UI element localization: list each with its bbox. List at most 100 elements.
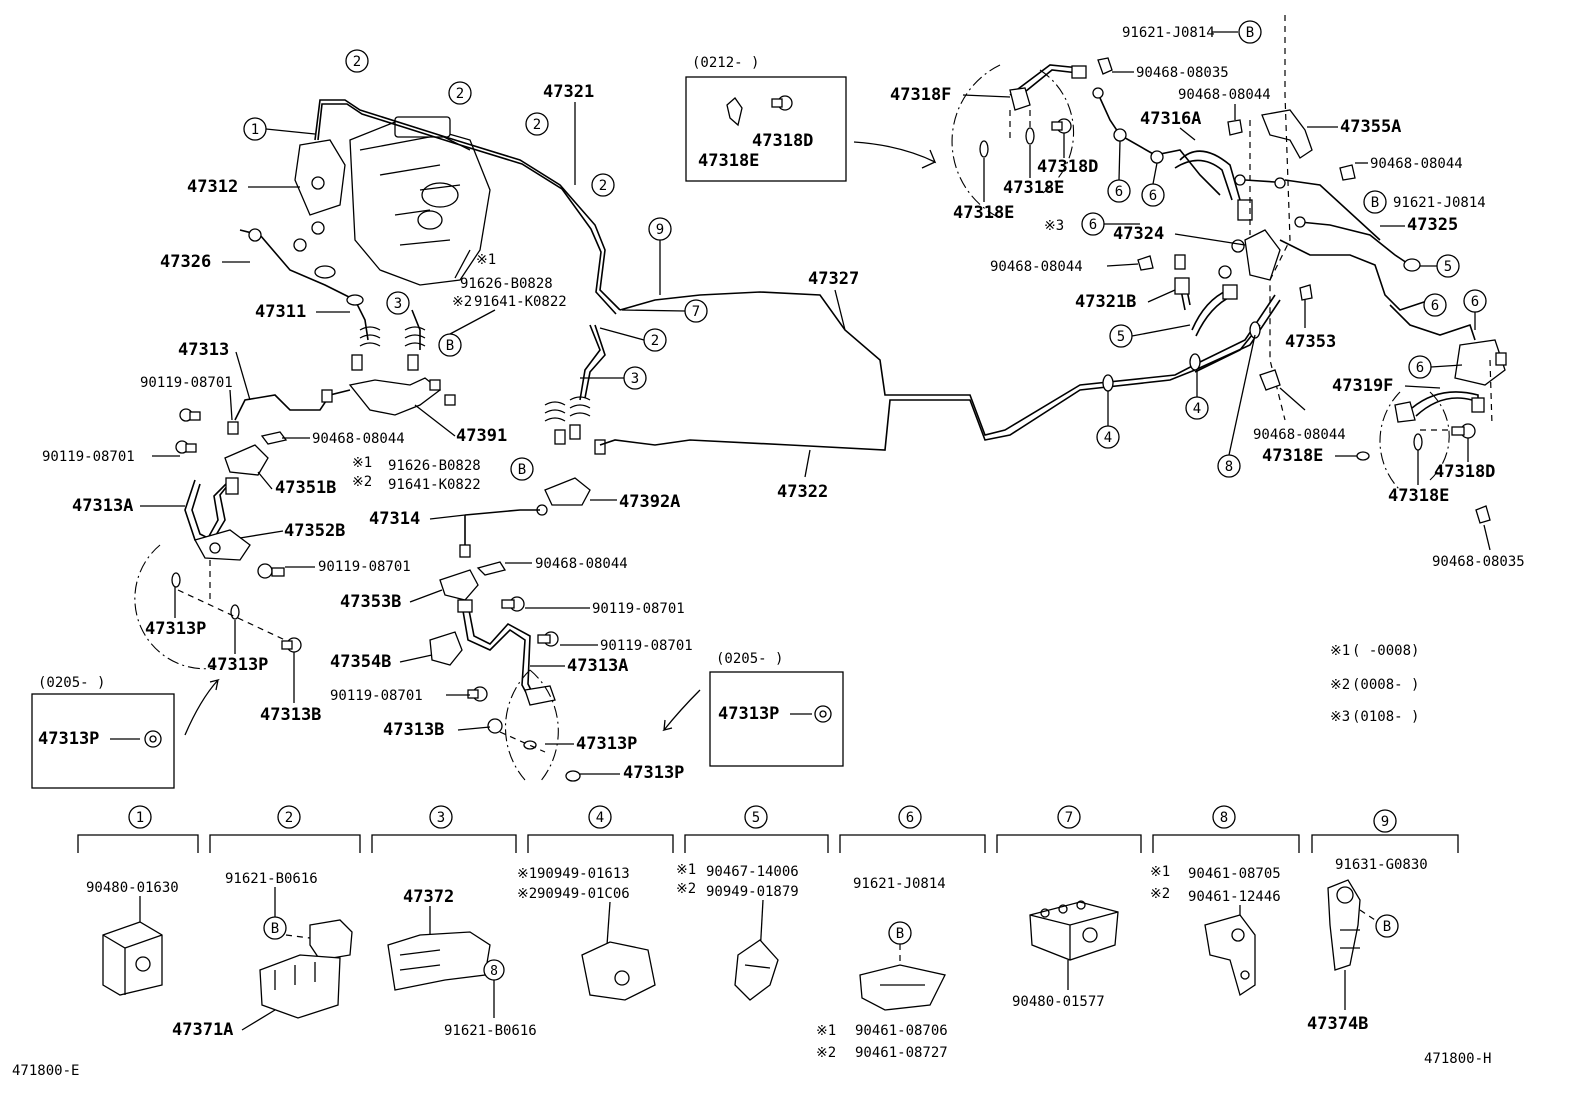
label-90468-08044-r3: 90468-08044 xyxy=(990,259,1083,275)
label-47324: 47324 xyxy=(1113,224,1164,244)
label-90119-08701-d: 90119-08701 xyxy=(592,601,685,617)
svg-text:2: 2 xyxy=(456,86,464,102)
box-right-label-47313P: 47313P xyxy=(718,704,779,724)
svg-text:91631-G0830: 91631-G0830 xyxy=(1335,857,1428,873)
label-47313P-d: 47313P xyxy=(623,763,684,783)
svg-text:※2: ※2 xyxy=(676,881,696,897)
label-90119-08701-c: 90119-08701 xyxy=(318,559,411,575)
svg-text:6: 6 xyxy=(1089,217,1097,233)
label-47313P-c: 47313P xyxy=(576,734,637,754)
svg-text:※1: ※1 xyxy=(816,1023,836,1039)
svg-text:2: 2 xyxy=(533,117,541,133)
callout-2: 2 xyxy=(353,54,361,70)
legend-num-5: 5 xyxy=(752,810,760,826)
label-90119-08701-e: 90119-08701 xyxy=(600,638,693,654)
label-90468-08044-r2: 90468-08044 xyxy=(1370,156,1463,172)
label-47353B: 47353B xyxy=(340,592,401,612)
svg-text:※1: ※1 xyxy=(1150,864,1170,880)
label-47314: 47314 xyxy=(369,509,420,529)
svg-text:B: B xyxy=(1371,195,1379,211)
svg-text:90461-08727: 90461-08727 xyxy=(855,1045,948,1061)
note-1-range: ( -0008) xyxy=(1352,643,1419,659)
label-91621-J0814-r: 91621-J0814 xyxy=(1393,195,1486,211)
label-91641-K0822-mid: 91641-K0822 xyxy=(388,477,481,493)
label-47318E-r4: 47318E xyxy=(1388,486,1449,506)
label-90468-08044-b: 90468-08044 xyxy=(535,556,628,572)
left-labels: 47321 47312 47326 47311 47313 90119-0870… xyxy=(42,82,859,783)
callouts-right: B 6 6 6 B 5 6 6 5 6 4 8 xyxy=(1081,20,1487,478)
svg-text:※1: ※1 xyxy=(676,862,696,878)
note-3-range: (0108- ) xyxy=(1352,709,1419,725)
legend-item-1: 90480-01630 xyxy=(86,880,179,996)
label-47313A-left: 47313A xyxy=(72,496,133,516)
label-47355A: 47355A xyxy=(1340,117,1401,137)
callouts-left: 2 2 2 2 1 3 B 9 7 2 3 B 4 xyxy=(243,49,1120,481)
box-0205-right-title: (0205- ) xyxy=(716,651,783,667)
label-47322: 47322 xyxy=(777,482,828,502)
label-47321B: 47321B xyxy=(1075,292,1136,312)
svg-text:2: 2 xyxy=(651,333,659,349)
svg-text:3: 3 xyxy=(631,371,639,387)
label-47321: 47321 xyxy=(543,82,594,102)
svg-text:90949-01613: 90949-01613 xyxy=(537,866,630,882)
svg-text:47374B: 47374B xyxy=(1307,1014,1368,1034)
svg-text:6: 6 xyxy=(1115,184,1123,200)
svg-text:7: 7 xyxy=(692,304,700,320)
legend-item-2: 91621-B0616 B 47371A xyxy=(172,871,353,1040)
master-cylinder-assembly xyxy=(134,99,621,670)
box-0205-left-title: (0205- ) xyxy=(38,675,105,691)
center-components xyxy=(429,291,1281,783)
svg-text:※2: ※2 xyxy=(816,1045,836,1061)
svg-text:B: B xyxy=(446,338,454,354)
figure-id-right: 471800-H xyxy=(1424,1051,1491,1067)
legend-headers: 1 2 3 4 5 6 7 8 9 xyxy=(77,805,1459,853)
svg-text:※1: ※1 xyxy=(517,866,537,882)
label-47311: 47311 xyxy=(255,302,306,322)
label-90468-08044-a: 90468-08044 xyxy=(312,431,405,447)
label-47327: 47327 xyxy=(808,269,859,289)
svg-text:※1: ※1 xyxy=(1330,643,1350,659)
svg-text:91621-B0616: 91621-B0616 xyxy=(225,871,318,887)
label-47353: 47353 xyxy=(1285,332,1336,352)
label-90468-08035-top: 90468-08035 xyxy=(1136,65,1229,81)
label-47318E-r3: 47318E xyxy=(1262,446,1323,466)
svg-text:90949-01C06: 90949-01C06 xyxy=(537,886,630,902)
legend-item-9: 91631-G0830 B 47374B xyxy=(1307,857,1428,1034)
legend-num-6: 6 xyxy=(906,810,914,826)
svg-text:※1: ※1 xyxy=(352,455,372,471)
label-47316A: 47316A xyxy=(1140,109,1201,129)
label-90119-08701-b: 90119-08701 xyxy=(42,449,135,465)
label-47352B: 47352B xyxy=(284,521,345,541)
svg-text:9: 9 xyxy=(656,222,664,238)
legend-num-7: 7 xyxy=(1065,810,1073,826)
label-47312: 47312 xyxy=(187,177,238,197)
rear-brake-assembly xyxy=(951,15,1507,524)
figure-id-left: 471800-E xyxy=(12,1063,79,1079)
label-47354B: 47354B xyxy=(330,652,391,672)
box-label-47318D: 47318D xyxy=(752,131,813,151)
legend-item-8: ※1 90461-08705 ※2 90461-12446 xyxy=(1150,864,1281,997)
label-91641-K0822-top: 91641-K0822 xyxy=(474,294,567,310)
svg-text:B: B xyxy=(896,926,904,942)
svg-text:※3: ※3 xyxy=(1044,218,1064,234)
svg-text:6: 6 xyxy=(1416,360,1424,376)
svg-text:91621-B0616: 91621-B0616 xyxy=(444,1023,537,1039)
box-0212-title: (0212- ) xyxy=(692,55,759,71)
label-47319F: 47319F xyxy=(1332,376,1393,396)
legend-item-7: 90480-01577 xyxy=(1012,900,1119,1010)
svg-text:※2: ※2 xyxy=(452,294,472,310)
svg-text:90467-14006: 90467-14006 xyxy=(706,864,799,880)
date-notes: ※1 ( -0008) ※2 (0008- ) ※3 (0108- ) xyxy=(1330,643,1419,725)
svg-text:3: 3 xyxy=(394,296,402,312)
label-91626-B0828-mid: 91626-B0828 xyxy=(388,458,481,474)
svg-text:1: 1 xyxy=(251,122,259,138)
label-47313P-a: 47313P xyxy=(145,619,206,639)
svg-text:4: 4 xyxy=(1104,430,1112,446)
label-47313B-left: 47313B xyxy=(260,705,321,725)
legend-item-6: 91621-J0814 B ※1 90461-08706 ※2 90461-08… xyxy=(816,876,948,1061)
inset-box-0212: (0212- ) 47318D 47318E xyxy=(685,55,937,182)
svg-text:6: 6 xyxy=(1431,298,1439,314)
svg-text:※2: ※2 xyxy=(517,886,537,902)
label-47318E-r2: 47318E xyxy=(953,203,1014,223)
